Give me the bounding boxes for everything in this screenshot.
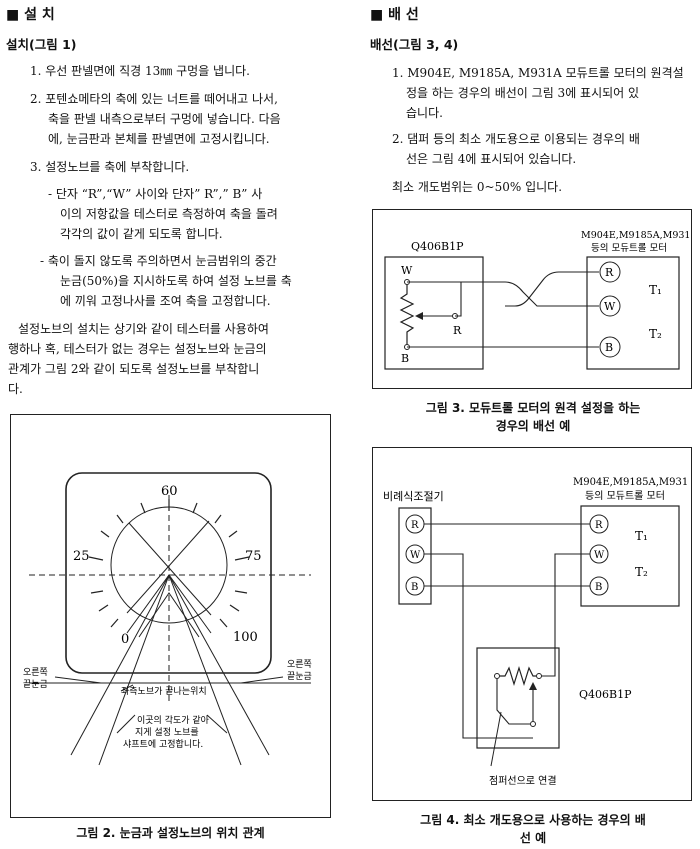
tick-label-100: 100 <box>233 630 258 645</box>
controller-box <box>398 507 432 605</box>
controller-terminal-b-label: B <box>411 582 418 593</box>
figure-4-frame: M904E,M9185A,M931 등의 모듀트롤 모터 비례식조절기 R W … <box>372 447 692 801</box>
figure-3-caption-line-2: 경우의 배선 예 <box>495 419 571 433</box>
motor-terminal-w <box>599 295 621 317</box>
jumper-leader <box>490 711 502 767</box>
figure-3-caption-line-1: 그림 3. 모듀트롤 모터의 원격 설정을 하는 <box>425 401 641 415</box>
figure-2-caption: 그림 2. 눈금과 설정노브의 위치 관계 <box>76 826 265 840</box>
dial-cross-1 <box>128 522 212 616</box>
angle-note-line-3: 샤프트에 고정합니다. <box>123 739 203 750</box>
left-end-label-line-1: 오른쪽 <box>23 667 48 678</box>
q406-terminal-2 <box>536 673 542 679</box>
tick-label-75: 75 <box>245 549 262 564</box>
dial-plate <box>65 472 272 674</box>
install-step-2-line-3: 에, 눈금판과 본체를 판넬면에 고정시킵니다. <box>48 132 270 146</box>
motor-label-line-2: 등의 모듀트롤 모터 <box>585 490 665 502</box>
t2-label: T₂ <box>649 327 662 341</box>
tick-label-25: 25 <box>73 549 90 564</box>
terminal-r-label: R <box>453 324 462 337</box>
bullet-1-line-1: - 단자 “R”,“W” 사이와 단자” R”,” B” 사 <box>48 187 263 201</box>
q406-box <box>476 647 560 749</box>
wiring-step-1-line-1: 1. M904E, M9185A, M931A 모듀트롤 모터의 원격설 <box>392 66 684 80</box>
wiring-step-2-line-2: 선은 그림 4에 표시되어 있습니다. <box>406 152 577 166</box>
q406-label: Q406B1P <box>411 240 464 253</box>
bullet-2-line-1: - 축이 돌지 않도록 주의하면서 눈금범위의 중간 <box>40 254 277 268</box>
motor-label-line-2: 등의 모듀트롤 모터 <box>591 243 667 254</box>
subheading-wiring: 배선(그림 3, 4) <box>370 37 459 52</box>
controller-terminal-w-label: W <box>410 550 421 561</box>
motor-box <box>580 505 680 607</box>
motor-box <box>586 256 680 370</box>
section-heading-install: ■ 설 치 <box>6 7 55 23</box>
right-end-label-line-1: 오른쪽 <box>287 659 312 670</box>
tick-label-60: 60 <box>161 484 178 499</box>
terminal-w-label: W <box>401 264 413 277</box>
terminal-b-label: B <box>401 352 409 365</box>
install-paragraph-line-2: 행하나 혹, 테스터가 없는 경우는 설정노브와 눈금의 <box>8 342 267 356</box>
potentiometer-resistor <box>399 285 415 344</box>
jumper-label: 점퍼선으로 연결 <box>489 775 557 787</box>
bullet-1-line-3: 각각의 값이 같게 되도록 합니다. <box>60 227 223 241</box>
motor-terminal-b-label: B <box>605 341 613 354</box>
figure-4-drawing: M904E,M9185A,M931 등의 모듀트롤 모터 비례식조절기 R W … <box>383 477 688 787</box>
wiring-step-1-line-3: 습니다. <box>406 106 443 120</box>
left-knob-stop-label: 좌측노브가 끝나는위치 <box>121 685 207 697</box>
motor-terminal-w-label: W <box>594 550 605 561</box>
bullet-2-line-2: 눈금(50%)을 지시하도록 하여 설정 노브를 축 <box>60 274 292 288</box>
t2-label: T₂ <box>635 565 648 579</box>
t1-label: T₁ <box>635 529 648 543</box>
q406-terminal-3 <box>530 721 536 727</box>
motor-terminal-r-label: R <box>595 520 603 531</box>
callout-leaders <box>54 676 284 734</box>
motor-terminal-w-label: W <box>604 300 616 313</box>
left-end-label-line-2: 끝눈금 <box>23 679 48 690</box>
motor-label-line-1: M904E,M9185A,M931 <box>581 230 690 241</box>
motor-label-line-1: M904E,M9185A,M931 <box>573 477 688 488</box>
wires <box>424 523 590 739</box>
q406-label: Q406B1P <box>579 688 632 701</box>
subheading-install: 설치(그림 1) <box>6 37 77 52</box>
install-paragraph-line-1: 설정노브의 설치는 상기와 같이 테스터를 사용하여 <box>18 322 269 336</box>
right-end-label-line-2: 끝눈금 <box>287 671 312 682</box>
motor-terminal-r-label: R <box>605 266 614 279</box>
q406-box <box>384 256 484 370</box>
q406-resistor <box>500 665 536 687</box>
controller-terminal-r-label: R <box>411 520 419 531</box>
t1-label: T₁ <box>649 283 662 297</box>
wiring-step-1-line-2: 정을 하는 경우의 배선이 그림 3에 표시되어 있 <box>406 86 640 100</box>
figure-2-frame: 60 25 75 0 100 오른쪽 끝눈금 오른쪽 끝눈금 좌측노브가 끝나는… <box>10 414 331 818</box>
section-heading-wiring: ■ 배 선 <box>370 7 419 23</box>
jumper-wiring <box>496 679 534 725</box>
angle-lines <box>29 574 311 766</box>
wiper-arrow <box>529 682 537 690</box>
install-step-2-line-2: 축을 판넬 내측으로부터 구멍에 넣습니다. 다음 <box>48 112 281 126</box>
install-step-1: 1. 우선 판넬면에 직경 13㎜ 구멍을 냅니다. <box>30 64 250 78</box>
figure-4-caption-line-1: 그림 4. 최소 개도용으로 사용하는 경우의 배 <box>420 813 646 827</box>
tick-label-0: 0 <box>121 632 129 647</box>
motor-terminal-r <box>599 261 621 283</box>
controller-label: 비례식조절기 <box>383 490 444 503</box>
wiring-step-2-line-1: 2. 댐퍼 등의 최소 개도용으로 이용되는 경우의 배 <box>392 132 640 146</box>
install-step-2-line-1: 2. 포텐쇼메타의 축에 있는 너트를 떼어내고 나서, <box>30 92 278 106</box>
install-step-3: 3. 설정노브를 축에 부착합니다. <box>30 160 190 174</box>
wires <box>407 271 599 348</box>
bullet-2-line-3: 에 끼워 고정나사를 조여 축을 고정합니다. <box>60 294 271 308</box>
figure-2-drawing: 60 25 75 0 100 오른쪽 끝눈금 오른쪽 끝눈금 좌측노브가 끝나는… <box>23 472 312 766</box>
install-paragraph-line-4: 다. <box>8 382 23 396</box>
figure-3-frame: Q406B1P M904E,M9185A,M931 등의 모듀트롤 모터 W B… <box>372 209 692 389</box>
motor-terminal-b <box>599 336 621 358</box>
dial-cross-2 <box>126 520 210 614</box>
motor-terminal-b-label: B <box>595 582 602 593</box>
figure-4-caption-line-2: 선 예 <box>519 831 547 845</box>
angle-note-line-2: 지게 설정 노브를 <box>135 727 199 738</box>
figure-3-drawing: Q406B1P M904E,M9185A,M931 등의 모듀트롤 모터 W B… <box>384 230 690 370</box>
angle-note-line-1: 이곳의 각도가 같아 <box>137 714 210 726</box>
scale-ticks <box>88 499 250 628</box>
bullet-1-line-2: 이의 저항값을 테스터로 측정하여 축을 돌려 <box>60 207 278 221</box>
install-paragraph-line-3: 관계가 그림 2와 같이 되도록 설정노브를 부착합니 <box>8 362 260 376</box>
q406-terminal-1 <box>494 673 500 679</box>
wiper-arrow <box>415 312 423 320</box>
minimum-opening-range: 최소 개도범위는 0~50% 입니다. <box>392 180 563 194</box>
